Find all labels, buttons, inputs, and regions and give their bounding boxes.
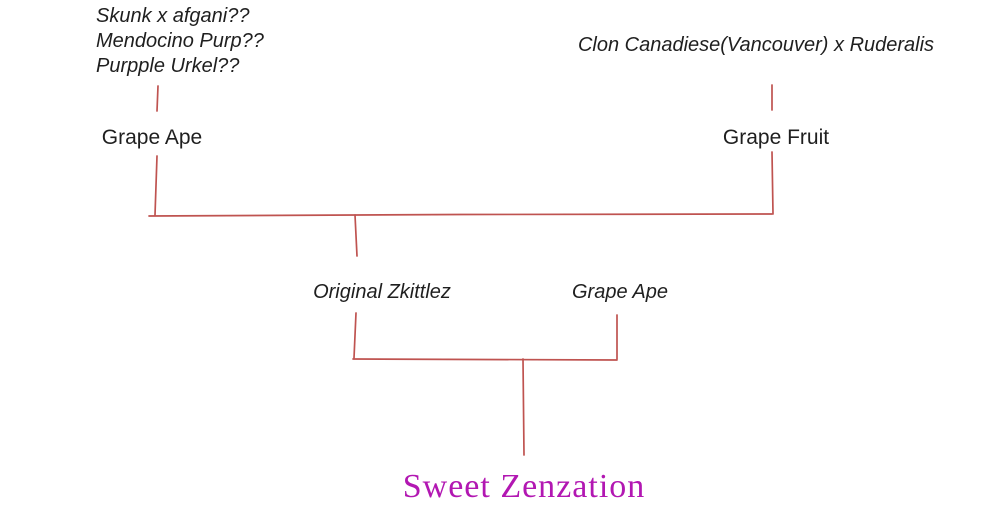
connector-bracket2-stub-to-result [522,358,525,456]
left-ancestry-note: Skunk x afgani?? Mendocino Purp?? Purppl… [96,4,264,79]
connector-bracket1-stub [354,214,358,257]
right-ancestry-note: Clon Canadiese(Vancouver) x Ruderalis [577,34,935,56]
node-grape-ape-2: Grape Ape [572,281,668,303]
node-grape-fruit: Grape Fruit [722,126,830,149]
result-strain-title: Sweet Zenzation [402,468,646,505]
left-ancestry-line-1: Skunk x afgani?? [96,5,250,27]
left-ancestry-line-3: Purpple Urkel?? [96,55,240,77]
connector-original-zkittlez-drop [353,312,357,359]
left-ancestry-line-2: Mendocino Purp?? [96,30,264,52]
node-original-zkittlez: Original Zkittlez [313,281,451,303]
connector-bracket1-horizontal [148,213,773,217]
node-grape-ape: Grape Ape [101,126,203,149]
connector-left-ancestry-to-grape-ape [156,85,159,112]
connector-grape-ape-drop [154,155,158,216]
connector-bracket2-horizontal [352,358,618,361]
connector-grape-fruit-drop [771,151,774,215]
